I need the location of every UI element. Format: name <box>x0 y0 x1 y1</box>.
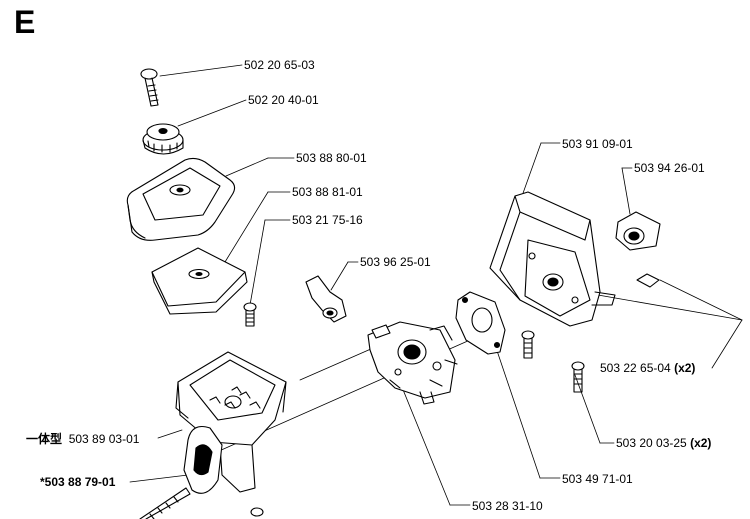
part-label-502-20-40-01: 502 20 40-01 <box>248 93 319 107</box>
part-label-503-94-26-01: 503 94 26-01 <box>634 161 705 175</box>
knob-nut <box>142 123 184 155</box>
part-label-502-20-65-03: 502 20 65-03 <box>244 58 315 72</box>
gasket <box>455 291 506 355</box>
bushing <box>615 211 661 251</box>
part-label-503-21-75-16: 503 21 75-16 <box>292 213 363 227</box>
bottom-screw <box>250 507 264 517</box>
part-label-503-91-09-01: 503 91 09-01 <box>562 137 633 151</box>
part-label-503-49-71-01: 503 49 71-01 <box>562 472 633 486</box>
part-label-503-88-81-01: 503 88 81-01 <box>292 185 363 199</box>
part-label-503-20-03-25: 503 20 03-25 (x2) <box>616 436 712 450</box>
quantity-badge: (x2) <box>674 361 696 375</box>
bolt-right <box>571 361 585 393</box>
square-nut <box>636 273 660 288</box>
part-label-503-88-80-01: 503 88 80-01 <box>296 151 367 165</box>
part-label-503-89-03-01: 一体型 503 89 03-01 <box>26 432 140 446</box>
mount-bracket <box>489 191 616 327</box>
carburetor <box>367 321 458 405</box>
quantity-badge: (x2) <box>690 436 712 450</box>
part-label-503-28-31-10: 503 28 31-10 <box>472 499 543 513</box>
grommet <box>183 425 223 494</box>
adapter-elbow <box>305 275 347 323</box>
filter-housing <box>175 351 287 493</box>
small-screw <box>243 302 257 327</box>
screw-top <box>140 68 159 107</box>
filter-element <box>151 247 248 315</box>
bolt-left <box>521 330 535 359</box>
part-label-503-22-65-04: 503 22 65-04 (x2) <box>600 361 696 375</box>
section-letter: E <box>14 4 36 40</box>
filter-cover <box>126 157 236 241</box>
part-label-503-88-79-01: *503 88 79-01 <box>40 475 116 489</box>
part-prefix: 一体型 <box>26 432 63 446</box>
long-screw <box>139 487 191 519</box>
part-label-503-96-25-01: 503 96 25-01 <box>360 255 431 269</box>
leader-lines <box>129 64 743 506</box>
